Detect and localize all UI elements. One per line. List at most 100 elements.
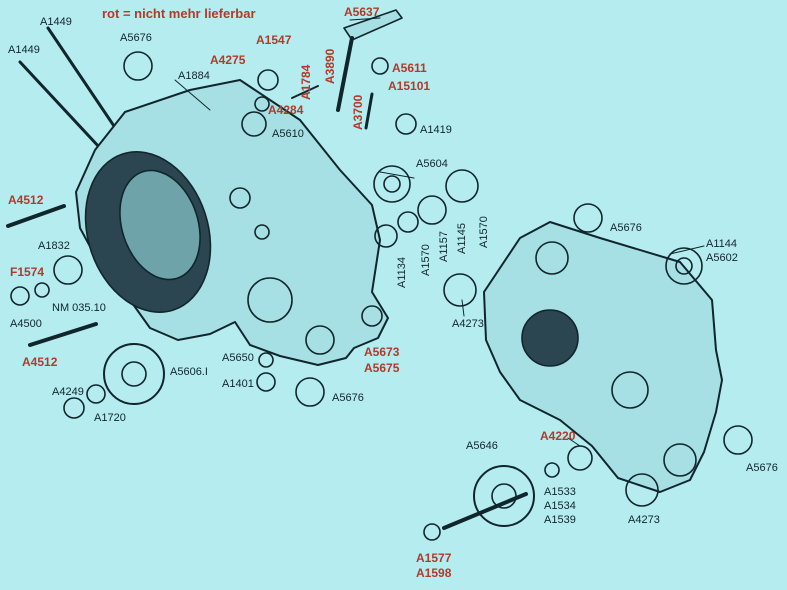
part-label: A5676 (120, 32, 152, 44)
part-label: A3890 (323, 48, 337, 84)
leader-a5602 (669, 245, 705, 255)
sprocket-hub (121, 361, 147, 387)
part-label: NM 035.10 (52, 302, 106, 314)
gear-a1145 (445, 169, 479, 203)
seal-a4273-bottom (625, 473, 659, 507)
washer-a1533 (544, 462, 560, 478)
legend-text: rot = nicht mehr lieferbar (102, 6, 256, 21)
part-label: A5676 (610, 222, 642, 234)
bearing-a4220 (567, 445, 593, 471)
crankcase-boss-e (254, 224, 270, 240)
part-label: A5676 (746, 462, 778, 474)
bolt-a4512-top (6, 204, 66, 228)
part-label: A1134 (396, 257, 408, 288)
part-label: A5673 (364, 345, 400, 359)
part-label: A1144 (706, 238, 737, 250)
nut-a4249 (63, 397, 85, 419)
seal-a4273-left (443, 273, 477, 307)
part-label: A5675 (364, 361, 400, 375)
part-label: A1832 (38, 240, 70, 252)
part-label: A5646 (466, 440, 498, 452)
right-case-boss-c (663, 443, 697, 477)
washer-a5650 (258, 352, 274, 368)
shift-shaft (336, 36, 354, 112)
part-label: A1449 (8, 44, 40, 56)
part-label: A5604 (416, 158, 448, 170)
leader-a5604 (379, 171, 415, 179)
seal-a5610 (241, 111, 267, 137)
part-label: A1598 (416, 566, 452, 580)
cap-a5676-mid (295, 377, 325, 407)
washer-a1570 (397, 211, 419, 233)
crankcase-bore-inner (119, 169, 201, 281)
right-case-boss-b (611, 371, 649, 409)
part-label: A4284 (268, 103, 304, 117)
cap-a1419 (395, 113, 417, 135)
shift-lever-a5637 (343, 9, 403, 41)
part-label: A1784 (299, 64, 313, 100)
shaft-a5646 (442, 492, 528, 530)
leader-a4273 (461, 299, 465, 317)
part-label: A1577 (416, 551, 452, 565)
part-label: A4273 (452, 318, 484, 330)
part-label: A5610 (272, 128, 304, 140)
part-label: A1539 (544, 514, 576, 526)
crankcase-boss-c (361, 305, 383, 327)
part-label: A5676 (332, 392, 364, 404)
part-label: A1570 (420, 244, 432, 276)
leader-a4220 (567, 437, 581, 447)
part-label: A4512 (22, 355, 58, 369)
part-label: A4512 (8, 193, 44, 207)
washer-f1574 (34, 282, 50, 298)
crankcase-boss-d (229, 187, 251, 209)
part-label: A4500 (10, 318, 42, 330)
part-label: A1570 (478, 216, 490, 248)
plug-a1401 (256, 372, 276, 392)
washer-a1134 (374, 224, 398, 248)
washer-a1720 (86, 384, 106, 404)
part-label: A1720 (94, 412, 126, 424)
seal-a1832 (53, 255, 83, 285)
part-label: A4275 (210, 53, 246, 67)
sprocket-a5606 (103, 343, 165, 405)
nut-a4500 (10, 286, 30, 306)
bolt-a4512-bottom (28, 322, 98, 347)
washer-a1547 (257, 69, 279, 91)
part-label: A5606.I (170, 366, 208, 378)
washer-a4275 (254, 96, 270, 112)
cap-a5676-topright (573, 203, 603, 233)
part-label: A1157 (438, 231, 450, 262)
part-label: A5611 (392, 61, 427, 75)
part-label: A1547 (256, 33, 292, 47)
part-label: A3700 (351, 94, 365, 130)
part-label: A1534 (544, 500, 576, 512)
part-label: A1145 (456, 223, 468, 254)
gear-a5646 (473, 465, 535, 527)
circlip-a1577 (423, 523, 441, 541)
part-label: A5637 (344, 5, 380, 19)
part-label: A1533 (544, 486, 576, 498)
part-label: F1574 (10, 265, 45, 279)
cap-a5676-topleft (123, 51, 153, 81)
bearing-a5602-inner (675, 257, 693, 275)
part-label: A1884 (178, 70, 210, 82)
long-stud-a1449-left (18, 60, 102, 150)
part-label: A1449 (40, 16, 72, 28)
crankcase-boss-a (247, 277, 293, 323)
nut-a5611 (371, 57, 389, 75)
part-label: A5602 (706, 252, 738, 264)
part-label: A4249 (52, 386, 84, 398)
pin-a1784 (291, 85, 319, 99)
cap-a5676-bottomright (723, 425, 753, 455)
part-label: A4273 (628, 514, 660, 526)
crankcase-boss-b (305, 325, 335, 355)
leader-a5637 (349, 17, 381, 21)
right-crankcase-half (483, 221, 723, 493)
bearing-a5604 (373, 165, 411, 203)
part-label: A4220 (540, 429, 576, 443)
part-label: A5650 (222, 352, 254, 364)
leader-a1884 (174, 79, 211, 111)
bearing-a5604-inner (383, 175, 401, 193)
